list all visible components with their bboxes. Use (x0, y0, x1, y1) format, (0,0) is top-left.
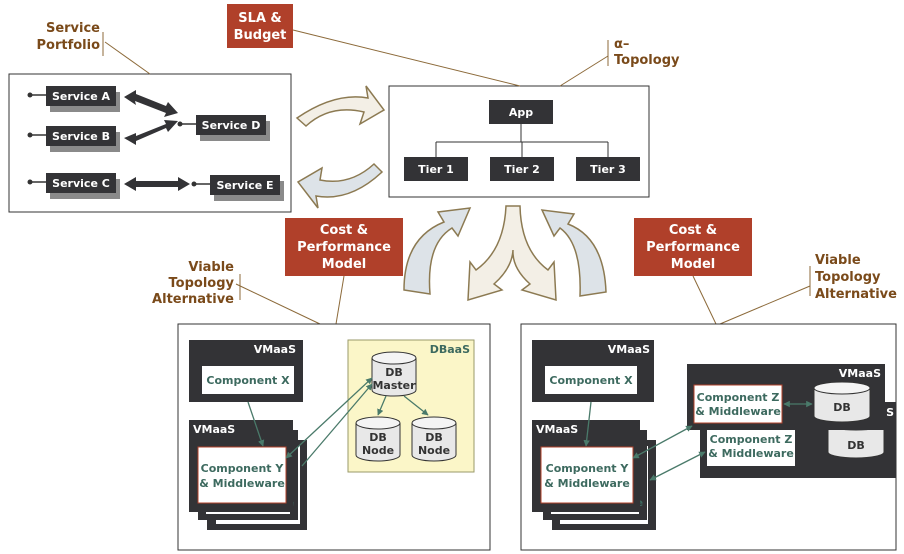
viable-right-line3: Alternative (815, 287, 897, 302)
right-connections (583, 400, 813, 481)
alpha-topology-label: α– Topology (614, 37, 680, 68)
cost-left-line3: Model (322, 257, 366, 272)
viable-right-label: Viable Topology Alternative (815, 253, 897, 302)
topology-tier1-node: Tier 1 (404, 157, 468, 181)
viable-left-line1: Viable (188, 260, 234, 275)
viable-left-line2: Topology (169, 276, 235, 291)
curved-arrow-up-left (403, 207, 472, 295)
cost-right-line2: Performance (646, 240, 740, 255)
right-db-front-label: DB (833, 401, 851, 414)
topology-tier2-node: Tier 2 (490, 157, 554, 181)
leader-lines (102, 29, 811, 325)
cost-left-line1: Cost & (320, 223, 368, 238)
left-component-y-line2: & Middleware (199, 477, 285, 490)
topology-tier3-node: Tier 3 (576, 157, 640, 181)
right-component-z-back-line2: & Middleware (708, 447, 794, 460)
left-vmaas-mid-label: VMaaS (193, 423, 235, 436)
left-db-master: DB Master (371, 351, 417, 397)
right-component-y-line1: Component Y (546, 462, 630, 475)
cost-model-left-box: Cost & Performance Model (285, 218, 403, 276)
left-db-node1-line2: Node (362, 444, 394, 457)
left-connections (247, 377, 429, 467)
left-vmaas-top: VMaaS Component X (189, 340, 303, 402)
right-component-x-label: Component X (549, 374, 633, 387)
right-vmaas-stack: are VMaaS Component Y & Middleware (532, 420, 656, 530)
sla-budget-line2: Budget (234, 28, 287, 43)
left-db-node2-line2: Node (418, 444, 450, 457)
service-b: Service B (27, 126, 120, 152)
service-portfolio-label: Service Portfolio (36, 21, 100, 53)
service-e: Service E (191, 175, 284, 201)
viable-left-line3: Alternative (152, 292, 234, 307)
viable-right-line1: Viable (815, 253, 861, 268)
left-db-master-line1: DB (385, 366, 403, 379)
service-portfolio-line2: Portfolio (36, 38, 100, 53)
service-c: Service C (27, 173, 120, 199)
left-db-master-line2: Master (372, 379, 416, 392)
viable-left-label: Viable Topology Alternative (152, 260, 234, 307)
left-component-x-label: Component X (206, 374, 290, 387)
topology-tier2-label: Tier 2 (504, 163, 540, 176)
right-back-vmaas-partial: S (886, 406, 894, 419)
right-vmaas-top: VMaaS Component X (532, 340, 654, 402)
left-vmaas-top-label: VMaaS (254, 343, 296, 356)
service-b-label: Service B (52, 130, 110, 143)
right-component-z-line2: & Middleware (695, 405, 781, 418)
service-a: Service A (27, 86, 120, 112)
right-component-y-line2: & Middleware (544, 477, 630, 490)
curved-arrow-left (296, 162, 384, 209)
right-vmaas-z-label: VMaaS (839, 367, 881, 380)
service-c-label: Service C (52, 177, 110, 190)
topology-app-label: App (509, 106, 533, 119)
cost-left-line2: Performance (297, 240, 391, 255)
topology-app-node: App (489, 100, 553, 124)
left-db-node-1: DB Node (355, 416, 401, 462)
curved-arrow-up-right (540, 209, 607, 297)
cost-right-line1: Cost & (669, 223, 717, 238)
right-db-back-label: DB (847, 439, 865, 452)
left-db-node-2: DB Node (411, 416, 457, 462)
service-a-label: Service A (52, 90, 111, 103)
left-db-node1-line1: DB (369, 431, 387, 444)
alpha-topology-line1: α– (614, 37, 629, 52)
sla-budget-line1: SLA & (238, 11, 282, 26)
service-d: Service D (177, 115, 270, 141)
split-arrow-down (467, 205, 557, 302)
left-vmaas-stack: are VMaaS Component Y & Middleware (189, 420, 307, 530)
left-component-y-line1: Component Y (201, 462, 285, 475)
left-db-node2-line1: DB (425, 431, 443, 444)
topology-tier1-label: Tier 1 (418, 163, 454, 176)
left-dbaas-label: DBaaS (430, 343, 470, 356)
viable-right-line2: Topology (815, 270, 881, 285)
right-component-z-back-line1: Component Z (710, 433, 793, 446)
topology-tier3-label: Tier 3 (590, 163, 626, 176)
curved-arrow-right (295, 85, 386, 128)
sla-budget-box: SLA & Budget (227, 4, 293, 48)
service-link-arrows (124, 90, 190, 191)
alpha-topology-line2: Topology (614, 53, 680, 68)
right-vmaas-z: VMaaS Component Z & Middleware DB (687, 364, 885, 430)
right-vmaas-mid-label: VMaaS (536, 423, 578, 436)
right-component-z-line1: Component Z (697, 391, 780, 404)
service-d-label: Service D (202, 119, 261, 132)
cost-model-right-box: Cost & Performance Model (634, 218, 752, 276)
service-portfolio-line1: Service (46, 21, 100, 36)
right-vmaas-top-label: VMaaS (608, 343, 650, 356)
cost-right-line3: Model (671, 257, 715, 272)
topology-tree (435, 124, 609, 157)
service-e-label: Service E (216, 179, 273, 192)
